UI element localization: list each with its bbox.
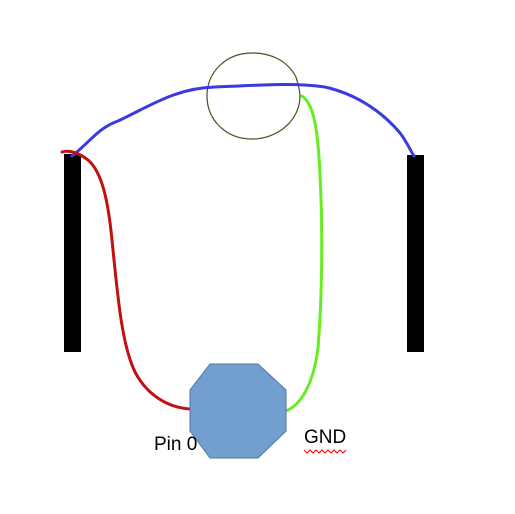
green-wire	[284, 94, 324, 413]
red-wire	[60, 149, 193, 411]
gnd-label: GND	[304, 427, 346, 448]
left-post	[64, 154, 81, 352]
right-post	[407, 155, 424, 352]
ring	[206, 52, 301, 140]
blue-wire	[70, 83, 416, 158]
octagon-sensor	[189, 363, 287, 459]
pin-0-label: Pin 0	[154, 434, 197, 455]
spellcheck-underline	[303, 449, 347, 454]
